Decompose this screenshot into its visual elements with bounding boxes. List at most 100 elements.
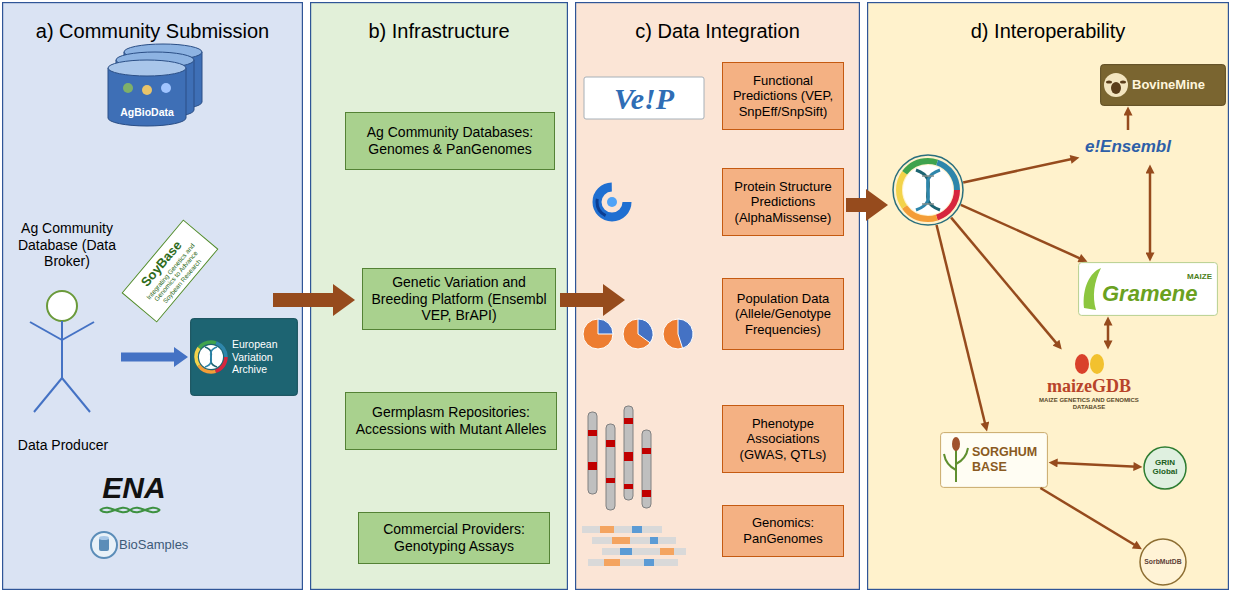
node-text: e!Ensembl [1082, 137, 1174, 157]
person-icon [62, 322, 94, 340]
flow-arrow [846, 189, 888, 221]
logo-background [941, 433, 1048, 488]
eva-logo-icon [916, 170, 940, 210]
logo: MAIZEGramene [1078, 262, 1218, 316]
panel-heading: c) Data Integration [581, 19, 854, 43]
label-box: BioSamples [119, 535, 229, 555]
link-arrow [937, 225, 986, 426]
process-box: Germplasm Repositories: Accessions with … [345, 392, 557, 450]
gramene-leaf [1084, 268, 1101, 310]
process-box: Commercial Providers: Genotyping Assays [358, 512, 550, 564]
database-icon [142, 85, 152, 95]
node-text: Functional Predictions (VEP, SnpEff/SnpS… [728, 73, 838, 120]
vep-logo-frame [584, 77, 704, 119]
pangenome-icon [588, 559, 678, 566]
label-box: ENA [96, 470, 172, 504]
eva-logo-icon [196, 342, 226, 372]
chromosome-icon [606, 478, 615, 483]
flow-arrow [273, 284, 355, 316]
protein-structure-icon [607, 197, 617, 207]
pangenome-icon [604, 559, 620, 566]
pie-charts [678, 319, 693, 348]
node-text: Germplasm Repositories: Accessions with … [352, 404, 550, 438]
pie-charts [638, 319, 653, 343]
node-text: maizeGDB [1033, 376, 1145, 397]
ena-wave [100, 508, 160, 513]
node-text: GRIN Global [1146, 459, 1184, 477]
eva-logo-icon [899, 161, 957, 219]
sorghum-icon [952, 437, 960, 451]
eva-logo-icon [922, 203, 934, 205]
node-text: European Variation Archive [232, 338, 294, 376]
logo: SoyBaseIntegrating Genetics and Genomics… [122, 219, 219, 322]
link-arrow [951, 218, 1058, 346]
sorghum-icon [944, 454, 956, 470]
pangenome-icon [644, 559, 654, 566]
chromosome-icon [624, 452, 633, 461]
database-icon [108, 44, 202, 126]
ena-wave [100, 508, 160, 513]
biosamples-icon [91, 532, 117, 558]
database-icon [161, 83, 171, 93]
maize-kernels [1075, 354, 1104, 374]
eva-logo-icon [899, 161, 957, 219]
circle-outline [892, 154, 964, 226]
link-arrow [963, 159, 1074, 183]
logo: BovineMine [1100, 64, 1226, 106]
process-box: Genetic Variation and Breeding Platform … [362, 268, 556, 330]
link-arrow [1149, 170, 1152, 256]
node-text: SorbMutDB [1142, 558, 1184, 566]
chromosome-icon [588, 462, 597, 470]
eva-logo-icon [903, 165, 953, 215]
sorghum-icon [956, 448, 968, 464]
person-icon [47, 291, 77, 321]
label-text: Ve!P [584, 82, 704, 115]
logo-background [191, 319, 298, 396]
pangenome-icon [592, 537, 676, 544]
logo-background [1101, 65, 1226, 106]
node-text: Gramene [1102, 281, 1212, 306]
pangenome-icon [620, 548, 632, 555]
process-box: Genomics: PanGenomes [722, 505, 844, 557]
database-icon [123, 83, 133, 93]
eva-logo-icon [205, 347, 217, 367]
process-box: Phenotype Associations (GWAS, QTLs) [722, 405, 844, 473]
eva-logo-icon [899, 161, 957, 219]
node-text: Data Producer [10, 437, 116, 454]
pie-charts [583, 319, 693, 349]
sorghum-icon [944, 437, 968, 482]
node-text: AgBioData [110, 106, 184, 119]
eva-logo-icon [922, 175, 934, 177]
logo-background [1079, 263, 1218, 316]
person-icon [30, 322, 62, 340]
node-text: Phenotype Associations (GWAS, QTLs) [728, 416, 838, 463]
protein-structure-icon [597, 187, 627, 217]
database-icon [108, 68, 186, 126]
sorghum-icon [955, 450, 957, 482]
link-arrow [1040, 488, 1137, 546]
node-text: Genomics: PanGenomes [728, 515, 838, 546]
node-text: MAIZE GENETICS AND GENOMICS DATABASE [1033, 397, 1145, 411]
eva-logo-icon [196, 342, 226, 372]
database-icon: AgBioData [108, 60, 186, 126]
pie-charts [598, 319, 613, 334]
pie-charts [623, 319, 653, 349]
panel-background [3, 3, 303, 590]
pangenome-icon [582, 526, 662, 533]
eva-logo-icon [899, 161, 957, 219]
node-text: MAIZE [1102, 272, 1212, 282]
person-icon [34, 378, 62, 412]
cow-icon [1111, 82, 1121, 94]
cow-icon [1120, 80, 1126, 83]
maize-kernels [1090, 354, 1104, 374]
chromosome-icon [588, 406, 651, 510]
link-arrow [1127, 112, 1130, 130]
cow-icon [1104, 73, 1128, 97]
flow-arrow [560, 284, 625, 316]
link-arrow [1107, 322, 1110, 344]
chromosome-icon [624, 418, 633, 424]
flow-arrow [121, 347, 188, 367]
panel: b) InfrastructureAg Community Databases:… [310, 2, 568, 590]
chromosome-icon [624, 406, 633, 500]
chromosome-icon [588, 412, 597, 494]
